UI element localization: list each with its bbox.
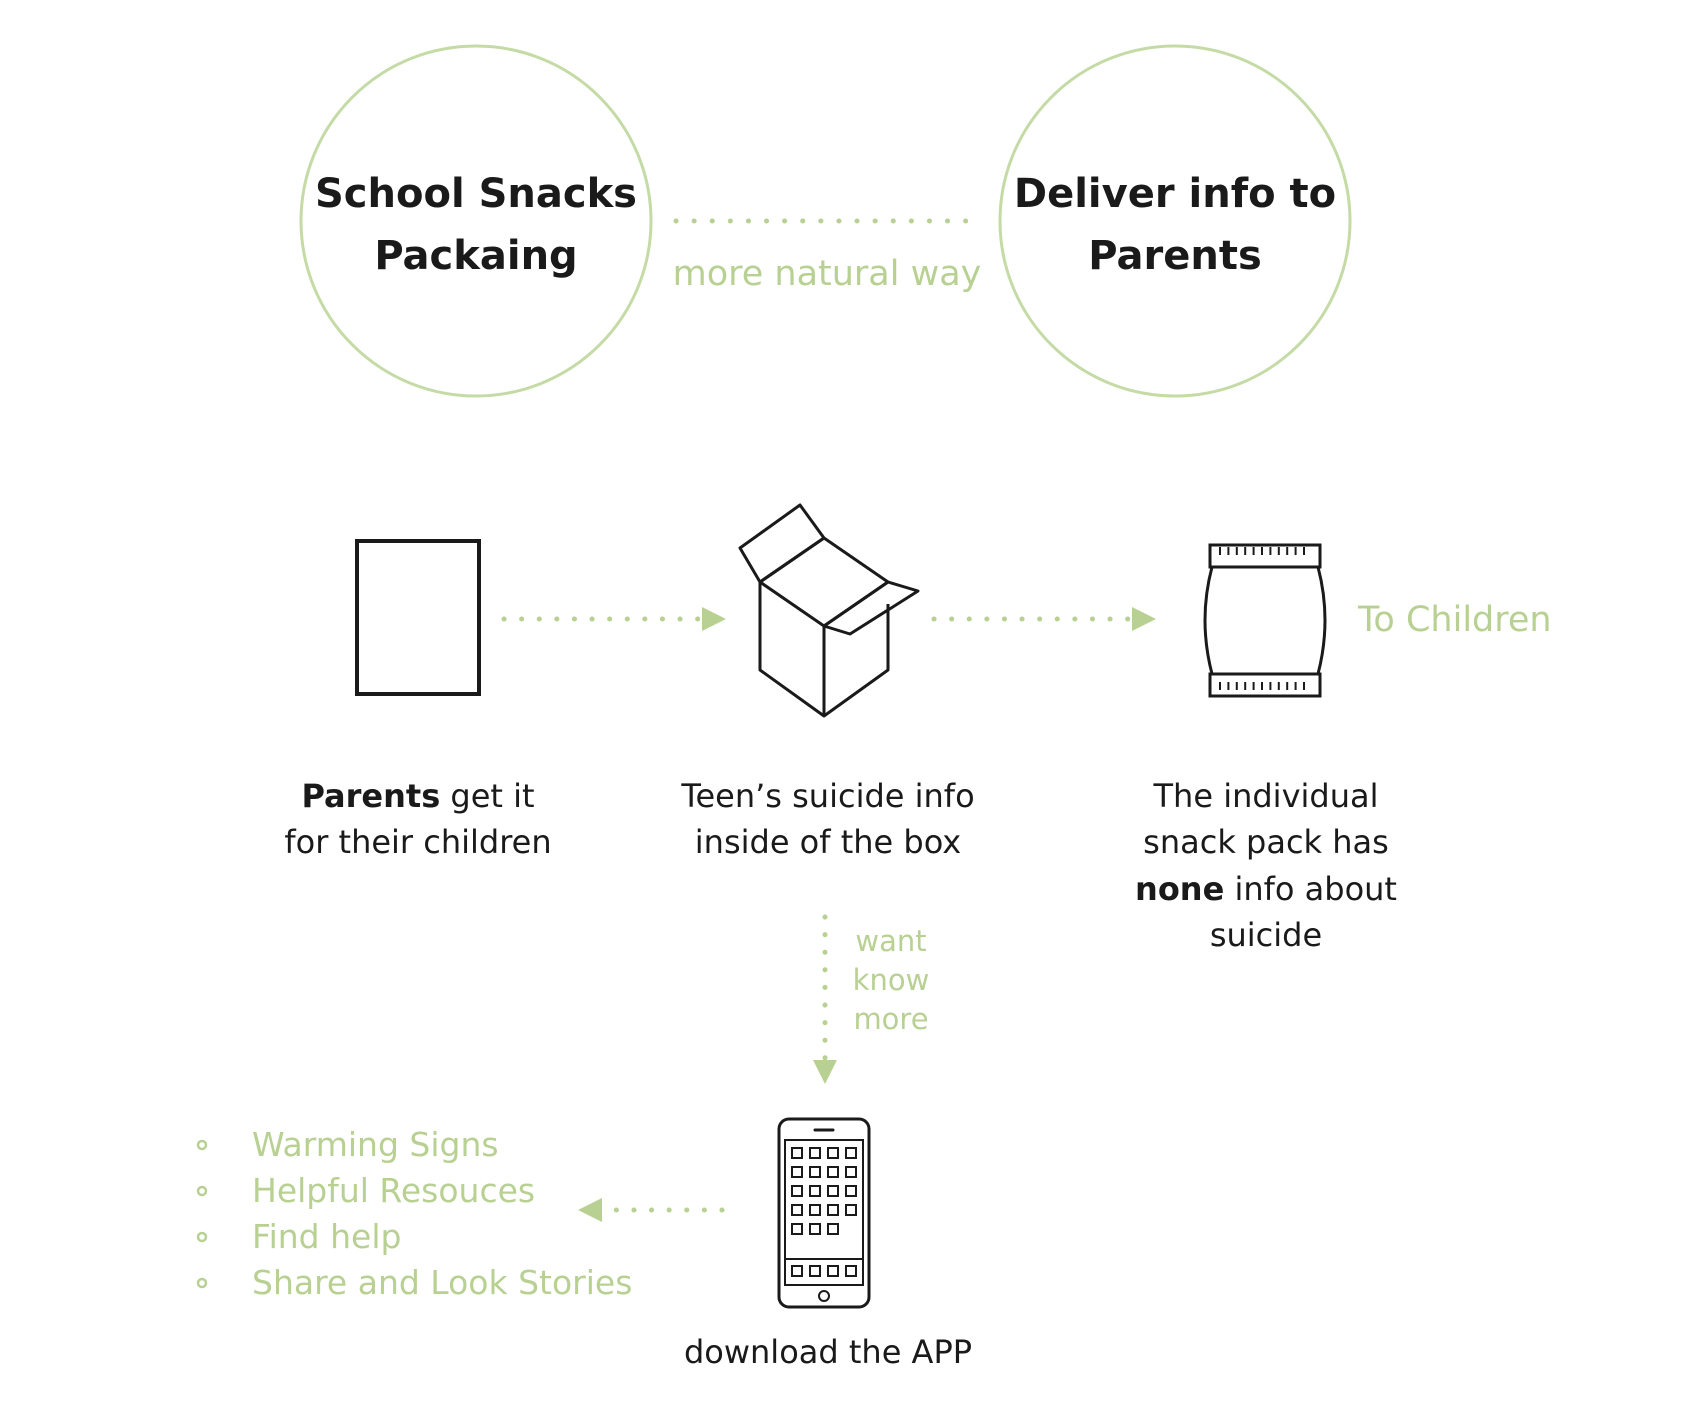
dock-tile: [827, 1265, 839, 1277]
app-tile: [791, 1166, 803, 1178]
list-bullet: [196, 1185, 208, 1197]
right-concept-circle: Deliver info to Parents: [998, 44, 1352, 398]
snack-pack-icon: [1203, 543, 1327, 698]
arrow-paper-to-box: [501, 607, 726, 631]
step1-caption-bold: Parents: [301, 777, 440, 815]
app-tile: [845, 1166, 857, 1178]
app-tile: [809, 1223, 821, 1235]
more-label: more: [853, 1002, 928, 1036]
app-tile: [791, 1147, 803, 1159]
app-tile: [809, 1204, 821, 1216]
app-tile: [809, 1166, 821, 1178]
download-app-label: download the APP: [684, 1333, 972, 1371]
list-bullet: [196, 1231, 208, 1243]
feature-item-find-help: Find help: [252, 1217, 401, 1256]
step3-caption-rest: info about: [1224, 870, 1397, 908]
step3-caption-line3: none info about: [1135, 870, 1397, 908]
to-children-label: To Children: [1357, 600, 1552, 640]
feature-list: Warming Signs Helpful Resouces Find help…: [196, 1125, 632, 1302]
app-tile: [845, 1147, 857, 1159]
list-bullet: [196, 1277, 208, 1289]
dock-tile: [791, 1265, 803, 1277]
app-tile: [845, 1204, 857, 1216]
app-tile: [791, 1223, 803, 1235]
connector-label: more natural way: [673, 254, 982, 294]
step2-caption-line2: inside of the box: [695, 823, 961, 861]
list-bullet: [196, 1139, 208, 1151]
app-tile: [809, 1185, 821, 1197]
arrow-box-to-snack: [931, 607, 1156, 631]
right-circle-title-line2: Parents: [1088, 233, 1262, 279]
dock-tile: [809, 1265, 821, 1277]
app-tile: [809, 1147, 821, 1159]
step3-caption-bold: none: [1135, 870, 1224, 908]
step1-caption-line2: for their children: [284, 823, 551, 861]
app-tile: [827, 1223, 839, 1235]
app-tile: [827, 1204, 839, 1216]
dock-tile: [845, 1265, 857, 1277]
want-label: want: [855, 924, 926, 958]
right-circle-title-line1: Deliver info to: [1014, 171, 1336, 217]
arrow-box-to-app: [813, 914, 837, 1084]
paper-sheet-icon: [355, 539, 481, 696]
app-tile: [791, 1204, 803, 1216]
app-tile: [791, 1185, 803, 1197]
app-tile: [827, 1166, 839, 1178]
left-circle-title-line2: Packaing: [374, 233, 577, 279]
left-concept-circle: School Snacks Packaing: [299, 44, 653, 398]
step2-caption-line1: Teen’s suicide info: [680, 777, 974, 815]
know-label: know: [853, 963, 930, 997]
feature-item-helpful-resources: Helpful Resouces: [252, 1171, 535, 1210]
smartphone-icon: [777, 1117, 871, 1309]
arrow-app-to-features: [578, 1198, 725, 1222]
step3-caption-line4: suicide: [1210, 916, 1322, 954]
step1-caption-rest: get it: [440, 777, 534, 815]
app-tile: [827, 1147, 839, 1159]
app-tile: [827, 1185, 839, 1197]
step3-caption-line1: The individual: [1153, 777, 1379, 815]
left-circle-title-line1: School Snacks: [315, 171, 637, 217]
step1-caption-line1: Parents get it: [301, 777, 534, 815]
open-box-icon: [738, 503, 920, 718]
app-tile: [845, 1185, 857, 1197]
feature-item-warming-signs: Warming Signs: [252, 1125, 499, 1164]
step3-caption-line2: snack pack has: [1143, 823, 1389, 861]
feature-item-share-stories: Share and Look Stories: [252, 1263, 632, 1302]
